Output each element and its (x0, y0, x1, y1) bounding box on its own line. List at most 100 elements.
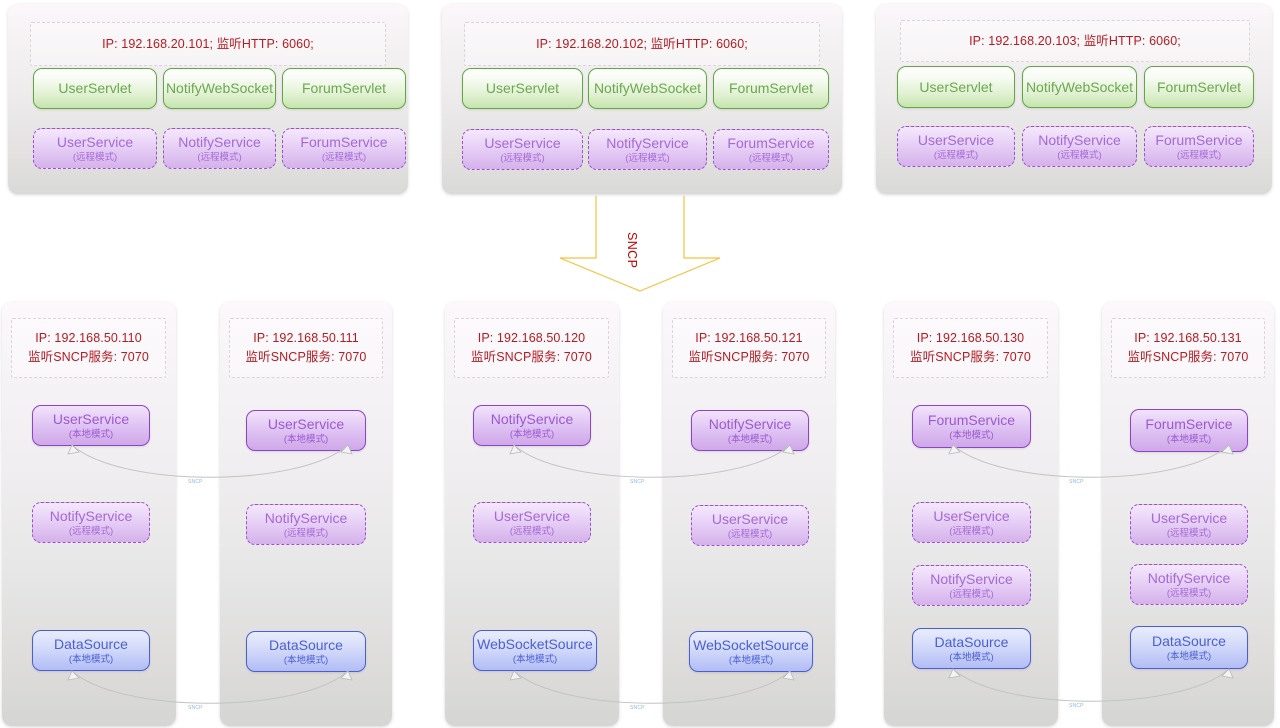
servlet-box[interactable]: NotifyWebSocket (588, 68, 707, 109)
service-name: NotifyService (178, 133, 261, 150)
servlet-box[interactable]: UserServlet (462, 68, 583, 109)
service-mode: (远程模式) (500, 152, 545, 164)
web-host-panel-1[interactable]: IP: 192.168.20.101; 监听HTTP: 6060; UserSe… (8, 4, 408, 194)
service-box-remote[interactable]: NotifyService (远程模式) (588, 129, 707, 170)
service-name: UserService (267, 415, 345, 432)
service-mode: (远程模式) (1166, 527, 1212, 539)
service-box-local[interactable]: NotifyService (本地模式) (691, 410, 809, 451)
datasource-box[interactable]: WebSocketSource (本地模式) (689, 631, 813, 672)
service-box-remote[interactable]: NotifyService (远程模式) (246, 504, 366, 545)
service-box-remote[interactable]: UserService (远程模式) (33, 128, 157, 169)
host-ip-text: IP: 192.168.20.102; 监听HTTP: 6060; (536, 36, 748, 51)
service-box-remote[interactable]: NotifyService (远程模式) (32, 502, 150, 543)
node-ip-line-2: 监听SNCP服务: 7070 (688, 350, 810, 364)
service-box-remote[interactable]: UserService (远程模式) (691, 505, 809, 546)
service-mode: (远程模式) (68, 525, 114, 537)
service-box-remote[interactable]: UserService (远程模式) (462, 129, 583, 170)
service-mode: (远程模式) (727, 528, 773, 540)
service-box-local[interactable]: NotifyService (本地模式) (473, 405, 591, 446)
node-ip-header: IP: 192.168.50.120 监听SNCP服务: 7070 (454, 318, 609, 378)
service-name: NotifyService (930, 570, 1013, 587)
node-ip-line-2: 监听SNCP服务: 7070 (471, 350, 592, 364)
datasource-box[interactable]: DataSource (本地模式) (246, 631, 366, 672)
service-mode: (远程模式) (283, 527, 329, 539)
service-mode: (本地模式) (1166, 433, 1212, 445)
service-box-remote[interactable]: NotifyService (远程模式) (163, 128, 276, 169)
servlet-box[interactable]: ForumServlet (1144, 66, 1254, 108)
service-box-remote[interactable]: NotifyService (远程模式) (912, 565, 1031, 606)
node-ip-line-1: IP: 192.168.50.121 (695, 331, 803, 345)
datasource-mode: (本地模式) (949, 651, 994, 663)
service-box-local[interactable]: UserService (本地模式) (32, 405, 150, 446)
service-name: NotifyService (49, 507, 133, 524)
datasource-box[interactable]: DataSource (本地模式) (1130, 626, 1248, 669)
service-name: UserService (56, 133, 134, 150)
host-ip-text: IP: 192.168.20.101; 监听HTTP: 6060; (102, 36, 314, 51)
datasource-name: DataSource (269, 636, 343, 653)
servlet-name: NotifyWebSocket (1025, 78, 1134, 95)
service-mode: (远程模式) (625, 152, 670, 164)
sncp-link-label: SNCP (187, 705, 204, 712)
service-box-local[interactable]: ForumService (本地模式) (1130, 409, 1248, 452)
service-box-remote[interactable]: ForumService (远程模式) (713, 129, 829, 170)
service-mode: (远程模式) (933, 149, 979, 161)
service-node-panel-131[interactable]: IP: 192.168.50.131 监听SNCP服务: 7070 ForumS… (1102, 302, 1274, 726)
service-node-panel-110[interactable]: IP: 192.168.50.110 监听SNCP服务: 7070 UserSe… (2, 302, 176, 726)
datasource-box[interactable]: DataSource (本地模式) (912, 628, 1031, 669)
service-name: ForumService (727, 134, 815, 151)
service-mode: (本地模式) (727, 433, 773, 445)
service-node-panel-130[interactable]: IP: 192.168.50.130 监听SNCP服务: 7070 ForumS… (884, 302, 1058, 726)
node-ip-line-2: 监听SNCP服务: 7070 (245, 350, 367, 364)
service-box-remote[interactable]: ForumService (远程模式) (282, 128, 406, 169)
node-ip-line-2: 监听SNCP服务: 7070 (28, 350, 149, 364)
service-mode: (本地模式) (949, 429, 994, 441)
datasource-box[interactable]: DataSource (本地模式) (32, 630, 150, 671)
sncp-link-label: SNCP (1068, 479, 1085, 486)
service-box-remote[interactable]: NotifyService (远程模式) (1130, 564, 1248, 605)
datasource-mode: (本地模式) (1166, 650, 1212, 662)
servlet-box[interactable]: ForumServlet (713, 68, 829, 109)
servlet-box[interactable]: NotifyWebSocket (163, 68, 276, 109)
service-name: UserService (493, 507, 571, 524)
node-ip-header: IP: 192.168.50.130 监听SNCP服务: 7070 (893, 318, 1048, 378)
service-box-local[interactable]: ForumService (本地模式) (912, 405, 1031, 448)
sncp-link-label: SNCP (1068, 703, 1085, 710)
datasource-mode: (本地模式) (283, 654, 329, 666)
sncp-link-label: SNCP (629, 479, 646, 486)
service-name: ForumService (300, 133, 388, 150)
servlet-box[interactable]: UserServlet (897, 66, 1015, 108)
web-host-panel-3[interactable]: IP: 192.168.20.103; 监听HTTP: 6060; UserSe… (876, 4, 1272, 194)
datasource-name: DataSource (54, 635, 128, 652)
datasource-name: WebSocketSource (693, 636, 809, 653)
service-name: UserService (484, 134, 561, 151)
servlet-name: ForumServlet (728, 80, 814, 96)
service-name: NotifyService (606, 134, 689, 151)
service-node-panel-121[interactable]: IP: 192.168.50.121 监听SNCP服务: 7070 Notify… (663, 302, 835, 726)
service-name: NotifyService (708, 415, 792, 432)
sncp-link-label: SNCP (629, 705, 646, 712)
service-box-remote[interactable]: UserService (远程模式) (912, 502, 1031, 543)
service-box-remote[interactable]: UserService (远程模式) (473, 502, 591, 543)
service-box-remote[interactable]: UserService (远程模式) (1130, 504, 1248, 545)
service-box-remote[interactable]: UserService (远程模式) (897, 126, 1015, 167)
servlet-name: NotifyWebSocket (165, 80, 274, 96)
node-ip-line-1: IP: 192.168.50.111 (253, 331, 359, 345)
service-name: ForumService (1155, 131, 1243, 148)
service-box-remote[interactable]: ForumService (远程模式) (1144, 126, 1254, 167)
service-node-panel-111[interactable]: IP: 192.168.50.111 监听SNCP服务: 7070 UserSe… (220, 302, 392, 726)
service-box-remote[interactable]: NotifyService (远程模式) (1022, 126, 1137, 167)
datasource-box[interactable]: WebSocketSource (本地模式) (473, 630, 597, 671)
sncp-arrow-label: SNCP (625, 231, 639, 269)
servlet-box[interactable]: ForumServlet (282, 68, 406, 109)
servlet-box[interactable]: UserServlet (33, 68, 157, 109)
service-node-panel-120[interactable]: IP: 192.168.50.120 监听SNCP服务: 7070 Notify… (445, 302, 619, 726)
web-host-panel-2[interactable]: IP: 192.168.20.102; 监听HTTP: 6060; UserSe… (442, 4, 842, 194)
service-mode: (远程模式) (321, 151, 367, 163)
node-ip-header: IP: 192.168.50.111 监听SNCP服务: 7070 (229, 318, 383, 378)
service-box-local[interactable]: UserService (本地模式) (246, 410, 366, 451)
servlet-name: ForumServlet (1156, 78, 1242, 95)
service-name: UserService (1150, 509, 1228, 526)
servlet-box[interactable]: NotifyWebSocket (1022, 66, 1137, 108)
host-ip-header-2: IP: 192.168.20.102; 监听HTTP: 6060; (464, 22, 820, 66)
service-mode: (远程模式) (949, 525, 994, 537)
